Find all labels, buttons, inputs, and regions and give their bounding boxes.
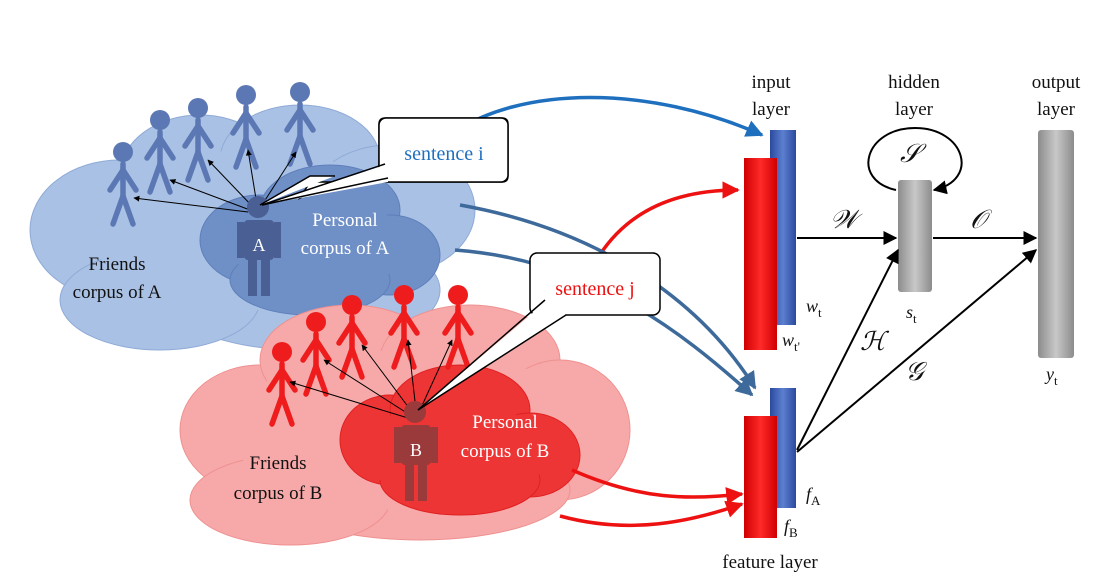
feature-layer-red-bar [744, 416, 777, 538]
network-connections [796, 126, 1038, 453]
f-b-label: fB [784, 516, 798, 540]
cloud-b-to-feature-arrow-2 [559, 500, 744, 528]
output-layer-label-line2: layer [1037, 99, 1076, 120]
b-to-friends-arrows [289, 339, 453, 419]
friend-a-person-icon-2 [144, 110, 176, 195]
friend-b-person-icon-2 [300, 312, 332, 397]
hidden-layer-bar [898, 180, 932, 292]
y-t-label: yt [1044, 364, 1058, 388]
personal-a-label-line1: Personal [312, 210, 377, 231]
personal-a-label-line2: corpus of A [301, 238, 390, 259]
sentence-i-label: sentence i [404, 143, 484, 165]
input-layer-red-bar [744, 158, 777, 350]
friends-a-label-line1: Friends [89, 254, 146, 275]
friends-a-group [107, 82, 316, 227]
weight-g-label: 𝒢 [905, 357, 928, 387]
feature-layer-label: feature layer [722, 552, 818, 573]
weight-o-label: 𝒪 [970, 205, 993, 235]
friend-a-person-icon-3 [182, 98, 214, 183]
sentence-j-callout: sentence j [417, 252, 661, 411]
friend-a-person-icon-1 [107, 142, 139, 227]
personal-b-label-line1: Personal [472, 412, 537, 433]
friends-b-label-line1: Friends [250, 453, 307, 474]
friends-a-label-line2: corpus of A [73, 282, 162, 303]
personal-b-label-line2: corpus of B [461, 441, 550, 462]
w-t-label: wt [806, 296, 822, 320]
s-t-label: st [906, 302, 917, 326]
hidden-layer-label-line1: hidden [888, 72, 940, 93]
input-layer-label-line1: input [751, 72, 791, 93]
person-b-icon [394, 401, 438, 501]
friend-a-person-icon-5 [284, 82, 316, 167]
cloud-b-to-feature-arrow-1 [571, 468, 744, 505]
person-a-icon [237, 196, 281, 296]
sentence-j-label: sentence j [555, 278, 634, 300]
w-tprime-label: wt' [782, 330, 800, 354]
weight-h-label: ℋ [860, 327, 890, 357]
weight-s-label: 𝒮 [900, 139, 927, 169]
weight-w-label: 𝒲 [830, 205, 863, 235]
output-layer-bar [1038, 130, 1074, 358]
f-a-label: fA [806, 484, 821, 508]
hidden-layer-label-line2: layer [895, 99, 934, 120]
input-layer-label-line2: layer [752, 99, 791, 120]
friend-b-person-icon-1 [266, 342, 298, 427]
friends-b-label-line2: corpus of B [234, 483, 323, 504]
output-layer-label-line1: output [1032, 72, 1081, 93]
friend-b-person-icon-5 [442, 285, 474, 370]
a-to-friends-arrows [133, 149, 297, 213]
sentence-i-callout: sentence i [259, 117, 509, 206]
person-a-letter: A [253, 235, 266, 255]
person-b-letter: B [410, 440, 422, 460]
friends-b-group [266, 285, 474, 427]
